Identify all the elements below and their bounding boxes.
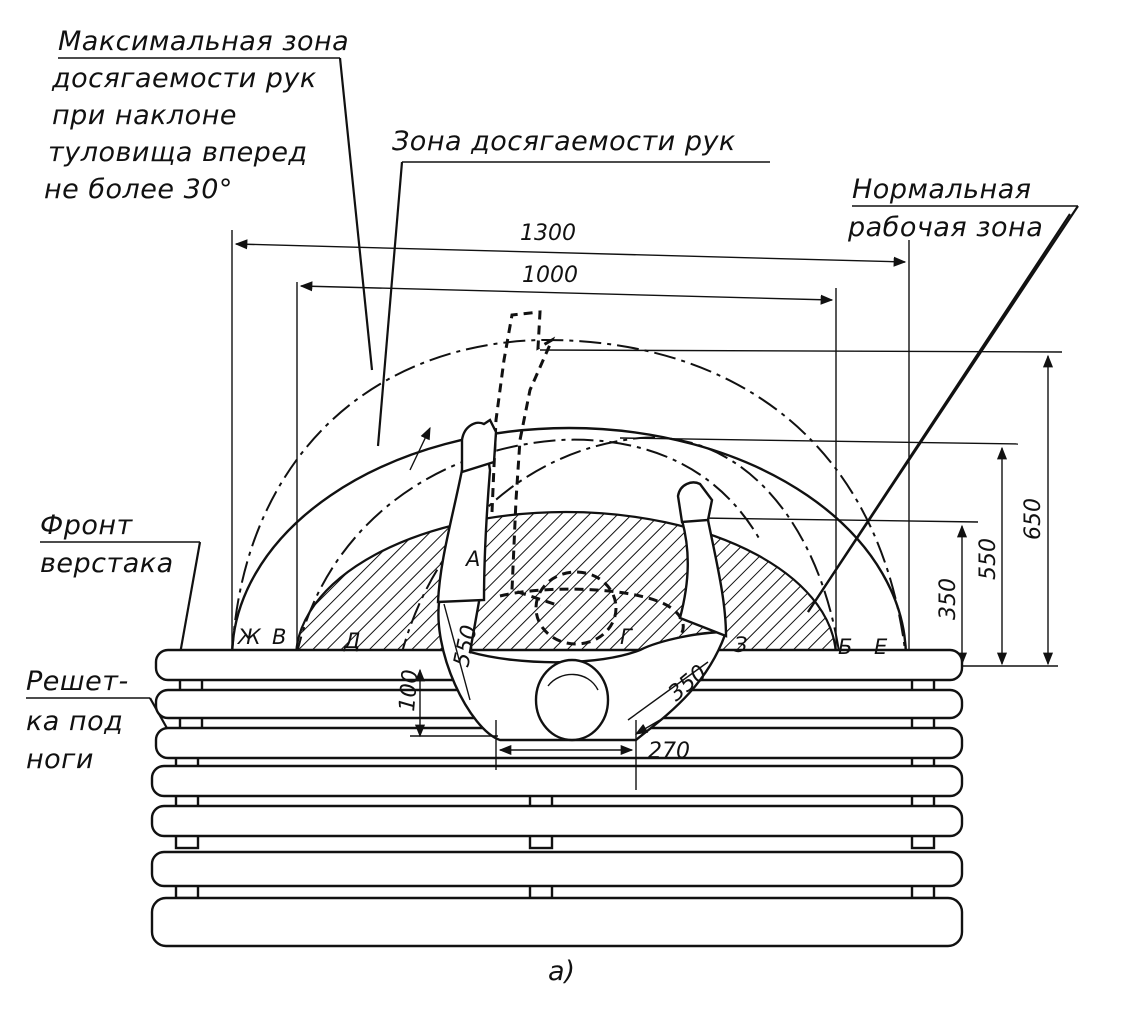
reach-zone-label: Зона досягаемости рук xyxy=(376,126,770,447)
arm-reach-zone-arc xyxy=(230,426,908,658)
foot-grate-label: Решет- ка под ноги xyxy=(26,666,169,775)
svg-text:Максимальная зона: Максимальная зона xyxy=(58,26,349,57)
svg-text:досягаемости рук: досягаемости рук xyxy=(51,63,317,94)
grate-board xyxy=(150,764,964,798)
bench-front-label: Фронт верстака xyxy=(40,510,202,655)
dim-1300-line xyxy=(234,239,907,267)
svg-text:ноги: ноги xyxy=(26,744,94,775)
grate-board xyxy=(150,896,964,948)
worker-right-arm xyxy=(678,508,728,638)
leaning-arm-outline xyxy=(490,310,561,608)
foot-grate xyxy=(150,648,964,948)
svg-text:Фронт: Фронт xyxy=(40,510,134,541)
dim-1300-label: 1300 xyxy=(520,221,576,246)
point-b: Б xyxy=(838,635,852,659)
grate-board xyxy=(150,804,964,838)
zone-point-letters: Ж В Д А Г З Б Е xyxy=(236,547,888,659)
svg-text:при наклоне: при наклоне xyxy=(52,100,237,131)
figure-caption: а) xyxy=(548,956,575,987)
point-d: Д xyxy=(343,629,360,653)
svg-text:Нормальная: Нормальная xyxy=(852,174,1032,205)
svg-text:Решет-: Решет- xyxy=(26,666,129,697)
dim-650-label: 650 xyxy=(1021,498,1046,540)
leaning-head-outline xyxy=(534,570,618,646)
worker-right-hand xyxy=(676,481,714,524)
svg-text:туловища вперед: туловища вперед xyxy=(48,137,308,168)
worker-left-hand xyxy=(460,418,498,474)
point-zh: Ж xyxy=(236,625,262,649)
svg-text:Зона досягаемости рук: Зона досягаемости рук xyxy=(392,126,736,157)
svg-text:ка под: ка под xyxy=(26,706,123,737)
depth-dimensions: 650 550 350 xyxy=(539,349,1063,667)
dim-550-label: 550 xyxy=(976,538,1001,580)
normal-work-zone-area xyxy=(294,510,838,658)
point-a: А xyxy=(464,547,480,571)
normal-work-zone-label: Нормальная рабочая зона xyxy=(807,174,1079,613)
max-reach-zone-arc xyxy=(231,338,907,658)
reach-zones xyxy=(230,338,908,658)
width-dimensions: 1300 1000 xyxy=(231,221,910,660)
worker-figure xyxy=(436,310,728,742)
shoulder-offset-dimension: 100 xyxy=(395,669,498,738)
svg-text:рабочая зона: рабочая зона xyxy=(847,212,1043,243)
dim-270-label: 270 xyxy=(648,739,690,764)
grate-board xyxy=(150,850,964,888)
point-z: З xyxy=(734,633,747,657)
dim-1000-label: 1000 xyxy=(522,263,578,288)
worker-head xyxy=(534,658,610,742)
max-reach-zone-label: Максимальная зона досягаемости рук при н… xyxy=(44,26,374,371)
dim-1000-line xyxy=(299,281,834,305)
shoulder-width-dimension: 270 xyxy=(495,720,690,790)
left-arm-reach-arc xyxy=(295,438,761,658)
dim-350-label: 350 xyxy=(936,578,961,620)
svg-text:не более 30°: не более 30° xyxy=(44,174,233,205)
svg-text:верстака: верстака xyxy=(40,548,174,579)
point-g: Г xyxy=(620,625,634,649)
point-e: Е xyxy=(874,635,888,659)
dim-100-label: 100 xyxy=(395,669,424,713)
point-v: В xyxy=(272,625,286,649)
